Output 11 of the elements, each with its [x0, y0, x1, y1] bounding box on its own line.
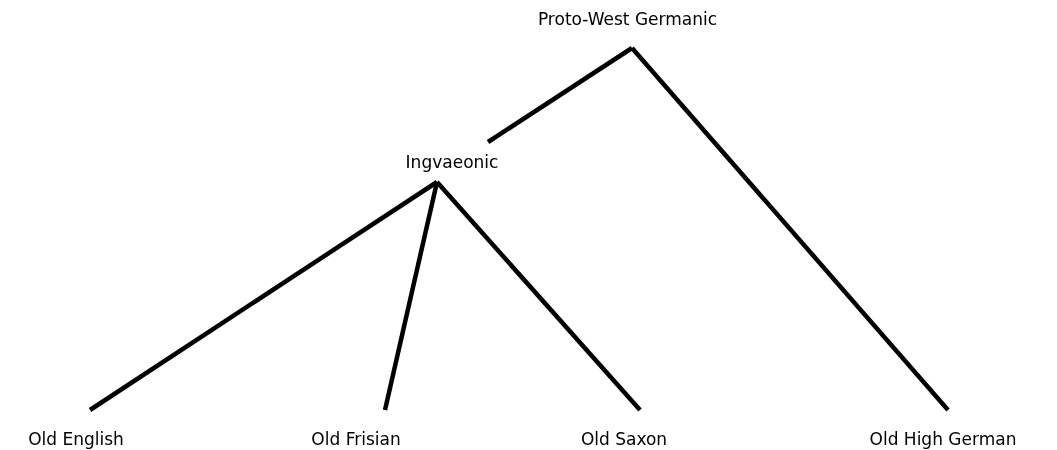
node-label: Old Saxon [580, 428, 668, 450]
node-label: Ingvaeonic [405, 151, 499, 173]
tree-branch-line [88, 180, 439, 412]
node-label: Proto-West Germanic [537, 8, 718, 30]
tree-branch-line [382, 181, 440, 411]
node-label: Old Frisian [311, 428, 401, 450]
tree-branch-line [486, 46, 634, 144]
node-label: Old English [28, 428, 124, 450]
tree-branch-line [630, 46, 950, 412]
node-label: Old High German [869, 428, 1017, 450]
tree-branch-line [435, 180, 642, 412]
